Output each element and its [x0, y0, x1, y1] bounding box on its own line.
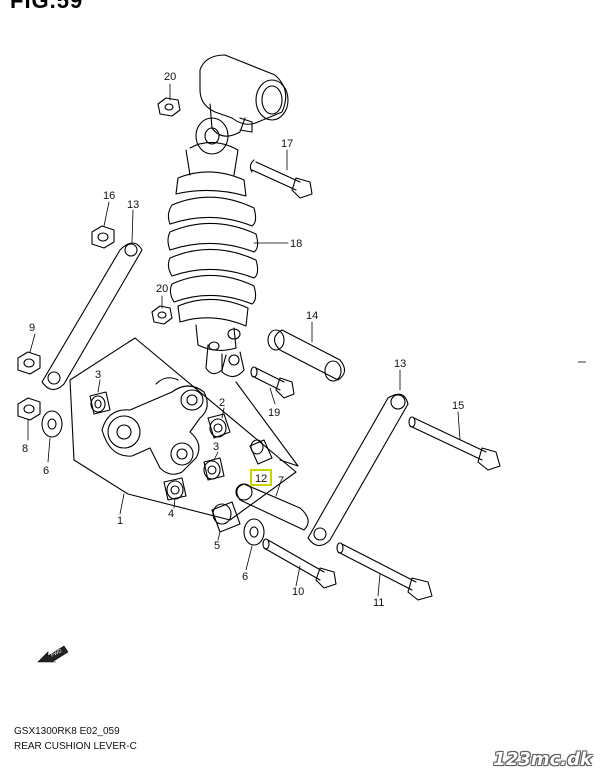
callout-13a[interactable]: 13: [127, 199, 139, 211]
callout-15[interactable]: 15: [452, 400, 464, 412]
callout-12[interactable]: 12: [255, 473, 267, 485]
bearing-3-right: [203, 457, 225, 481]
bolt-18: [249, 159, 313, 199]
nut-20-lower: [151, 305, 173, 325]
callout-17[interactable]: 18: [290, 238, 302, 250]
callout-3a[interactable]: 3: [95, 369, 101, 381]
bolt-15: [408, 416, 501, 471]
callout-13b[interactable]: 13: [394, 358, 406, 370]
callout-20b[interactable]: 20: [156, 283, 168, 295]
fwd-icon-label: FWD: [50, 648, 63, 659]
callout-16[interactable]: 16: [103, 190, 115, 202]
callout-18[interactable]: 17: [281, 138, 293, 150]
nut-8: [17, 397, 41, 421]
callout-6b[interactable]: 6: [242, 571, 248, 583]
sleeve-9: [235, 483, 309, 531]
spacer-12: [249, 439, 273, 465]
bearing-3-top: [89, 391, 111, 415]
callout-labels: 20 17 16 13 18 20 14 9 13 3 15 2 19 8 3 …: [22, 71, 464, 609]
callout-19[interactable]: 19: [268, 407, 280, 419]
figure-model-code: GSX1300RK8 E02_059: [14, 726, 120, 737]
callout-5[interactable]: 5: [214, 540, 220, 552]
bolt-10: [336, 542, 433, 601]
callout-4[interactable]: 4: [168, 508, 174, 520]
figure-name: REAR CUSHION LEVER-C: [14, 741, 137, 752]
callout-7[interactable]: 10: [292, 586, 304, 598]
callout-2[interactable]: 2: [219, 397, 225, 409]
watermark-logo: 123mc.dk: [493, 749, 592, 770]
bearing-4: [163, 477, 187, 501]
collar-14: [267, 329, 346, 382]
highlight-box-12: [250, 469, 272, 486]
tie-rod-13-right: [307, 393, 409, 547]
bolt-19: [250, 366, 295, 399]
bolt-7: [262, 538, 337, 589]
callout-14[interactable]: 14: [306, 310, 318, 322]
lever-assembly-box: [69, 337, 297, 521]
nut-11: [17, 351, 41, 375]
leader-lines: [27, 83, 461, 597]
callout-10[interactable]: 11: [373, 597, 384, 609]
callout-3b[interactable]: 3: [213, 441, 219, 453]
forward-arrow-icon: FWD: [37, 645, 69, 663]
figure-title: FIG.59: [10, 0, 84, 13]
callout-6a[interactable]: 6: [43, 465, 49, 477]
shock-absorber-body: [167, 141, 259, 378]
leader-12-to-shock: [235, 381, 299, 467]
tie-rod-13-left: [41, 242, 143, 391]
callout-20a[interactable]: 20: [164, 71, 176, 83]
washer-6-right: [243, 518, 265, 546]
callout-1[interactable]: 1: [117, 515, 123, 527]
callout-9[interactable]: 7: [278, 475, 284, 487]
bearing-2: [207, 413, 231, 439]
shock-top-mount: [195, 54, 289, 155]
nut-20-top: [157, 97, 181, 117]
washer-6-left: [41, 410, 63, 438]
nut-16: [91, 225, 115, 249]
cushion-lever: [101, 377, 208, 475]
callout-8[interactable]: 8: [22, 443, 28, 455]
callout-11[interactable]: 9: [29, 322, 35, 334]
collar-5: [211, 501, 241, 533]
